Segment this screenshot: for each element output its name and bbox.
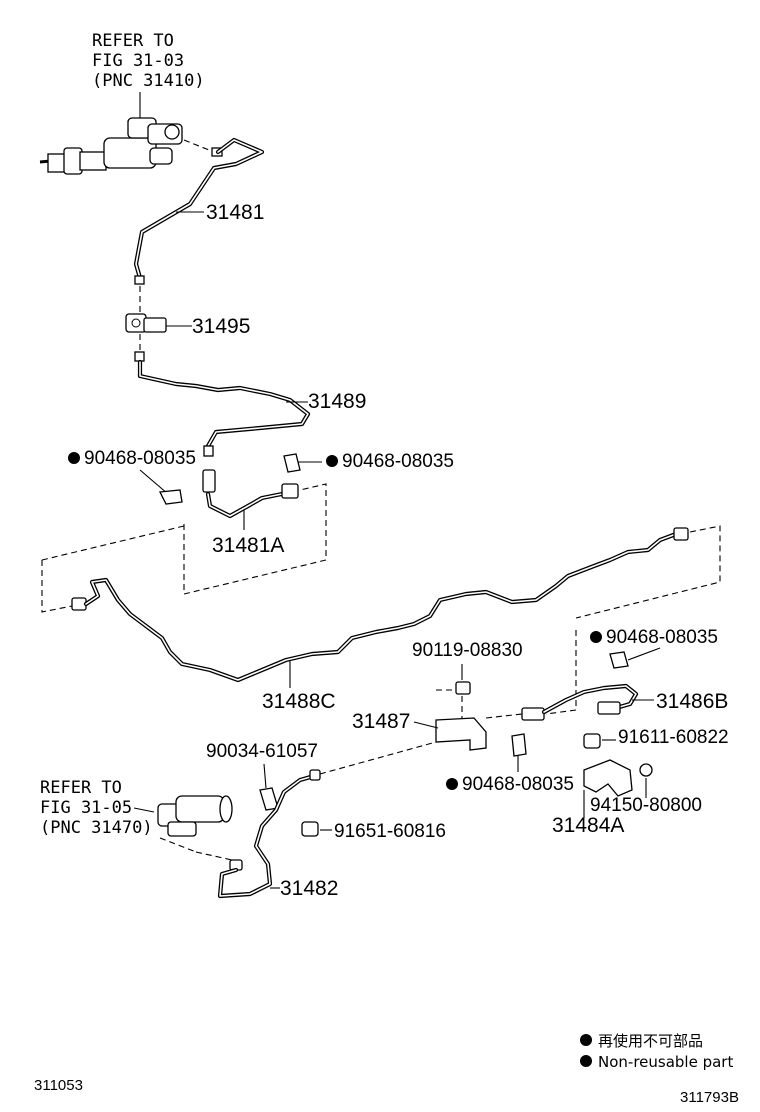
- reference-bottom-line2: FIG 31-05: [40, 798, 132, 818]
- legend: 再使用不可部品 Non-reusable part: [580, 1032, 733, 1071]
- label-31484A: 31484A: [552, 814, 624, 837]
- hose-31486B: 31486B: [485, 683, 728, 721]
- pipe-31482: 31482: [217, 741, 437, 900]
- reference-bottom: REFER TO FIG 31-05 (PNC 31470): [40, 778, 155, 838]
- clutch-master-cylinder: [39, 117, 223, 175]
- label-clip-bottom: 90468-08035: [462, 774, 574, 795]
- legend-line-english: Non-reusable part: [598, 1053, 733, 1071]
- non-reusable-dot-icon: [580, 1034, 592, 1046]
- bolt-91651: 91651-60816: [301, 821, 446, 842]
- reference-bottom-line3: (PNC 31470): [40, 818, 153, 838]
- label-31487: 31487: [352, 710, 410, 733]
- bolt-91611: 91611-60822: [583, 727, 729, 749]
- bracket-31484A: 94150-80800 31484A: [552, 759, 702, 837]
- clutch-release-cylinder: [157, 795, 233, 861]
- reference-bottom-line1: REFER TO: [40, 778, 122, 798]
- label-bolt-91611: 91611-60822: [618, 727, 729, 748]
- label-31495: 31495: [192, 315, 250, 338]
- clip-bottom: 90468-08035: [446, 733, 574, 795]
- reference-top-line2: FIG 31-03: [92, 51, 184, 71]
- clip-right-mid: 90468-08035: [590, 627, 718, 669]
- footer-left-code: 311053: [34, 1077, 83, 1094]
- clip-left-top: 90468-08035: [68, 448, 196, 505]
- clamp-90034: 90034-61057: [206, 741, 318, 811]
- label-clamp-90034: 90034-61057: [206, 741, 318, 762]
- reference-top: REFER TO FIG 31-03 (PNC 31410): [92, 31, 205, 118]
- label-31488C: 31488C: [262, 690, 336, 713]
- label-nut-94150: 94150-80800: [590, 795, 702, 816]
- label-31486B: 31486B: [656, 690, 728, 713]
- non-reusable-dot-icon: [326, 455, 338, 467]
- pipe-31488C: 31488C: [71, 527, 689, 713]
- non-reusable-dot-icon: [580, 1055, 592, 1067]
- label-clip-right-top: 90468-08035: [342, 451, 454, 472]
- label-bolt-91651: 91651-60816: [334, 821, 446, 842]
- label-clip-left-top: 90468-08035: [84, 448, 196, 469]
- label-clip-right-mid: 90468-08035: [606, 627, 718, 648]
- non-reusable-dot-icon: [446, 778, 458, 790]
- label-bolt-90119: 90119-08830: [412, 640, 523, 661]
- label-31481: 31481: [206, 201, 264, 224]
- union-31495: 31495: [125, 313, 250, 338]
- bolt-90119: 90119-08830: [412, 640, 523, 718]
- reference-top-line1: REFER TO: [92, 31, 174, 51]
- non-reusable-dot-icon: [68, 452, 80, 464]
- clip-right-top: 90468-08035: [283, 451, 454, 473]
- footer-right-code: 311793B: [680, 1089, 739, 1106]
- pipe-31489: 31489: [134, 351, 366, 457]
- hose-31481A: 31481A: [183, 469, 327, 595]
- label-31481A: 31481A: [212, 534, 284, 557]
- reference-top-line3: (PNC 31410): [92, 71, 205, 91]
- pipe-31481: 31481: [133, 137, 264, 285]
- bracket-31487: 31487: [352, 710, 487, 751]
- label-31482: 31482: [280, 877, 338, 900]
- legend-line-japanese: 再使用不可部品: [598, 1032, 703, 1050]
- non-reusable-dot-icon: [590, 631, 602, 643]
- label-31489: 31489: [308, 390, 366, 413]
